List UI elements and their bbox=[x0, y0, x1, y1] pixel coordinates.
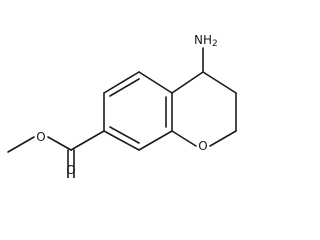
chemical-structure-diagram: NH2 O O O bbox=[7, 33, 237, 178]
ester-oxygen-label: O bbox=[36, 130, 45, 144]
carbonyl-oxygen-label: O bbox=[66, 163, 75, 177]
bond-c7-carbonyl-carbon bbox=[70, 130, 105, 151]
bond-c4a-c4 bbox=[171, 71, 204, 94]
bond-c4-c3 bbox=[202, 71, 237, 94]
amine-label-main: NH bbox=[194, 33, 212, 47]
bond-c2-o1 bbox=[209, 130, 237, 147]
ring-oxygen-label: O bbox=[198, 139, 207, 153]
bond-aromatic-c5-c4a-double bbox=[109, 78, 140, 97]
bond-aromatic-c8-c7 bbox=[138, 130, 173, 151]
bond-o1-c8a bbox=[171, 130, 197, 147]
bond-aromatic-c6-c7 bbox=[103, 71, 140, 94]
bond-aromatic-c7-c6-double bbox=[109, 126, 140, 144]
bond-carbonyl-ester-oxygen bbox=[47, 136, 72, 151]
bond-aromatic-c4a-c8a bbox=[138, 71, 173, 94]
amine-label: NH2 bbox=[194, 33, 218, 49]
bond-ester-oxygen-methyl bbox=[7, 136, 35, 153]
bond-aromatic-c7-c6 bbox=[103, 130, 140, 151]
amine-label-subscript: 2 bbox=[212, 39, 218, 49]
